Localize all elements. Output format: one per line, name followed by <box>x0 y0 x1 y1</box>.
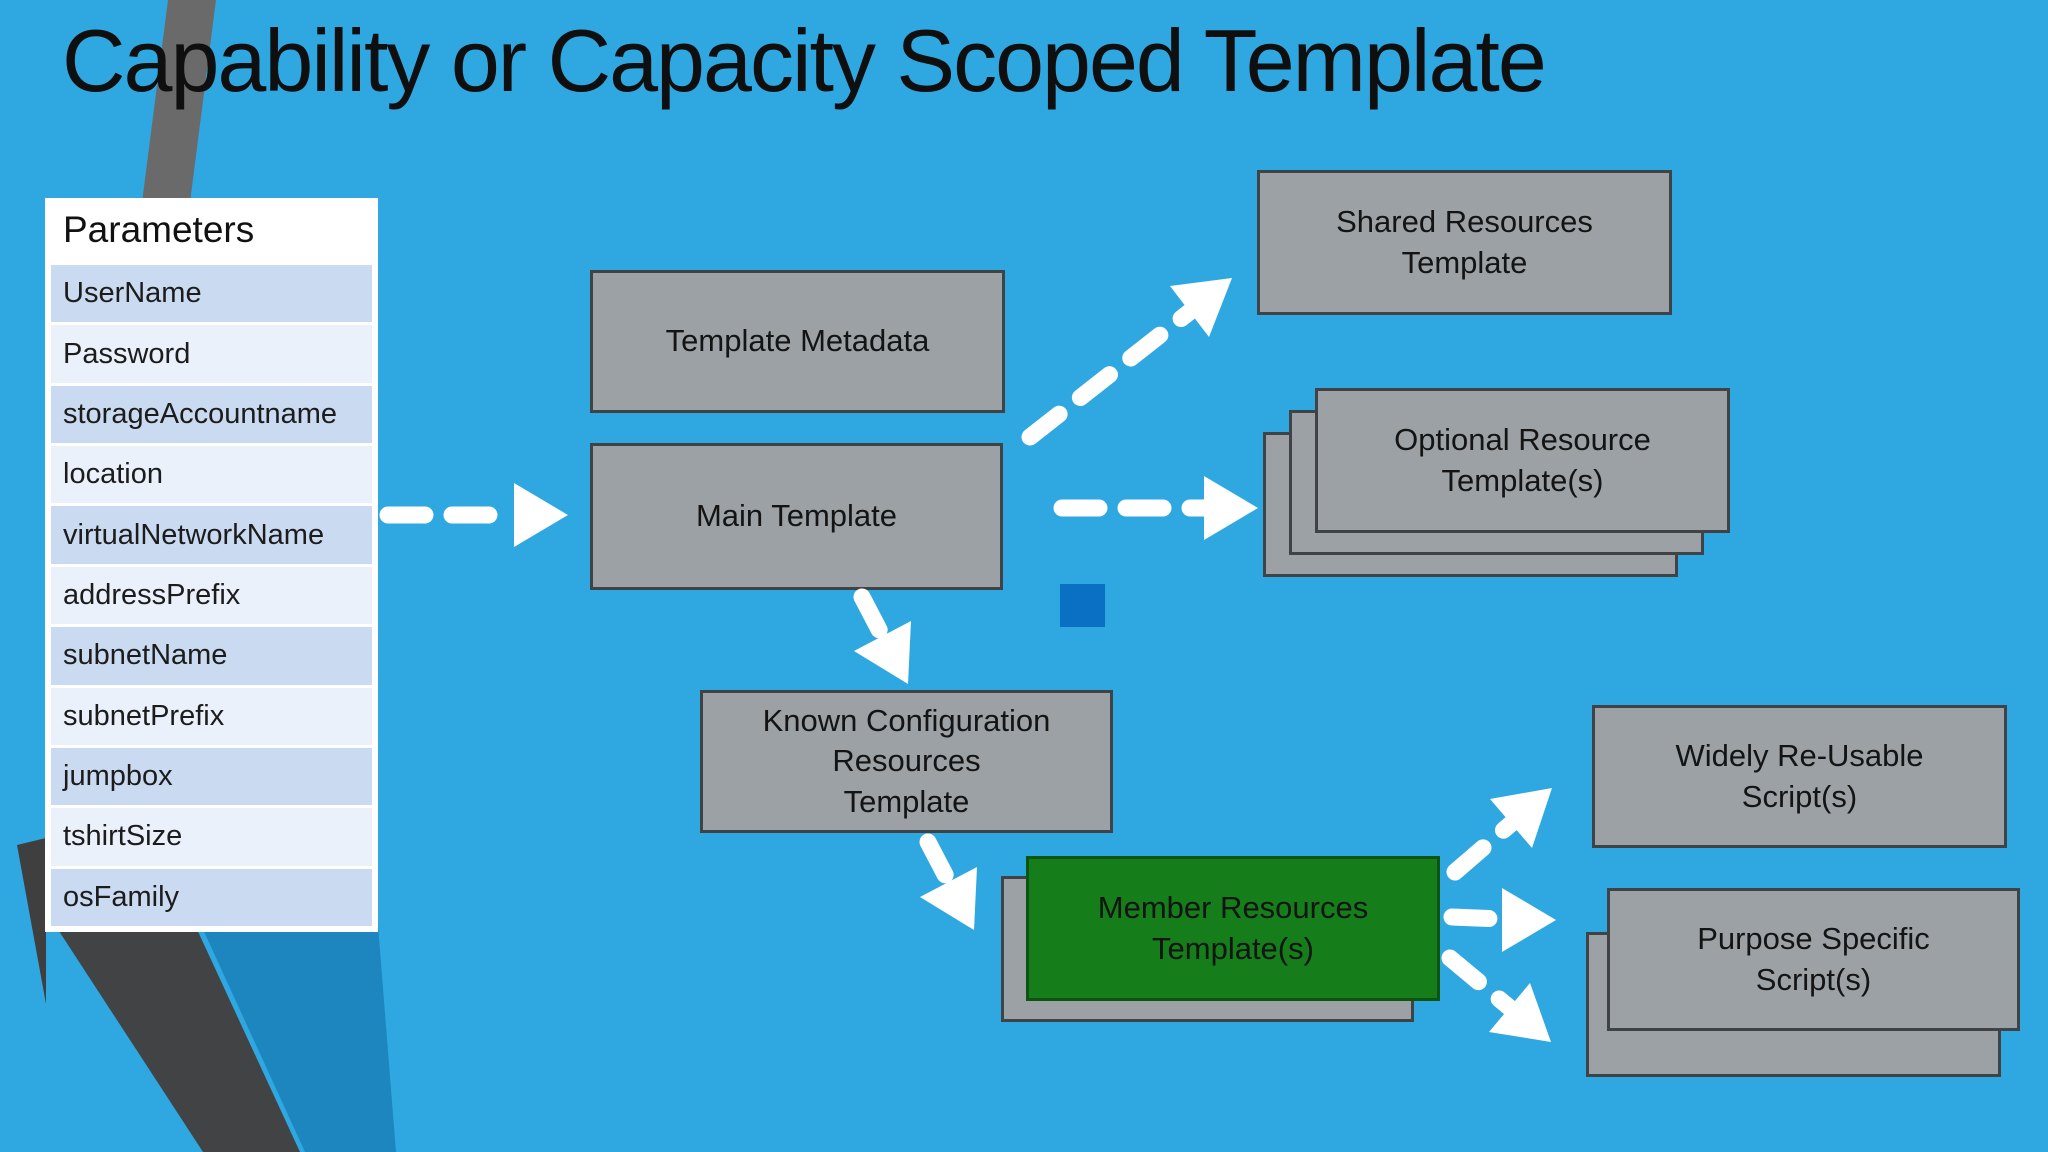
box-optional-resource-templates: Optional Resource Template(s) <box>1315 388 1730 533</box>
parameter-row-username: UserName <box>51 265 372 323</box>
box-shared-resources-template-label: Shared Resources Template <box>1336 204 1593 280</box>
parameter-row-virtualnetworkname: virtualNetworkName <box>51 506 372 564</box>
box-main-template-label: Main Template <box>695 498 898 534</box>
box-purpose-specific-scripts-label: Purpose Specific Script(s) <box>1697 921 1930 997</box>
box-template-metadata: Template Metadata <box>590 270 1005 413</box>
box-member-resources-templates: Member Resources Template(s) <box>1026 856 1440 1001</box>
ribbon-bottom-blue <box>201 925 396 1152</box>
box-widely-reusable-scripts-label: Widely Re-Usable Script(s) <box>1675 738 1924 814</box>
box-main-template: Main Template <box>590 443 1003 590</box>
box-optional-resource-templates-label: Optional Resource Template(s) <box>1394 422 1651 498</box>
box-widely-reusable-scripts: Widely Re-Usable Script(s) <box>1592 705 2007 848</box>
ribbon-bottom-dark <box>55 925 300 1152</box>
parameter-row-tshirtsize: tshirtSize <box>51 808 372 866</box>
box-member-resources-templates-label: Member Resources Template(s) <box>1097 890 1369 966</box>
parameter-row-location: location <box>51 446 372 504</box>
parameter-row-subnetprefix: subnetPrefix <box>51 687 372 745</box>
box-template-metadata-label: Template Metadata <box>665 323 930 359</box>
box-shared-resources-template: Shared Resources Template <box>1257 170 1672 315</box>
ribbon-left-sliver <box>17 838 46 1004</box>
box-known-configuration-resources-template: Known Configuration Resources Template <box>700 690 1113 833</box>
parameter-row-addressprefix: addressPrefix <box>51 566 372 625</box>
parameters-table: Parameters UserName Password storageAcco… <box>45 198 378 932</box>
ribbon-top-gray <box>141 0 216 210</box>
parameter-row-subnetname: subnetName <box>51 627 372 685</box>
box-known-configuration-label: Known Configuration Resources Template <box>762 703 1051 819</box>
parameter-row-jumpbox: jumpbox <box>51 747 372 806</box>
parameter-row-password: Password <box>51 325 372 383</box>
slide-title: Capability or Capacity Scoped Template <box>62 11 1547 110</box>
box-purpose-specific-scripts: Purpose Specific Script(s) <box>1607 888 2020 1031</box>
blue-square-marker <box>1060 584 1105 627</box>
parameter-row-storageaccountname: storageAccountname <box>51 385 372 444</box>
parameters-table-header: Parameters <box>51 198 372 262</box>
parameter-row-osfamily: osFamily <box>51 868 372 926</box>
